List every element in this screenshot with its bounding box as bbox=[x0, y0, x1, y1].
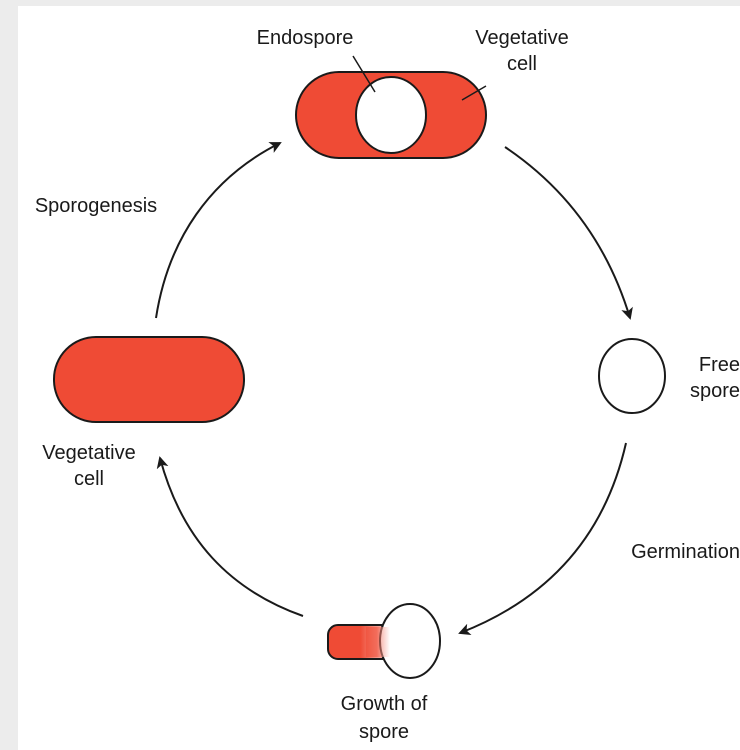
vegetative-cell-body-left bbox=[54, 337, 244, 422]
label-vegetative-cell-top-line1: Vegetative bbox=[475, 27, 568, 49]
arrow-sporogenesis bbox=[156, 143, 280, 318]
arrow-germination bbox=[460, 443, 626, 633]
germ-tube-blend bbox=[366, 627, 390, 657]
label-free-spore-line2: spore bbox=[690, 380, 740, 402]
label-vegetative-cell-left-line1: Vegetative bbox=[42, 442, 135, 464]
label-vegetative-cell-top-line2: cell bbox=[507, 53, 537, 75]
frame-left bbox=[0, 0, 18, 750]
label-germination: Germination bbox=[631, 541, 740, 563]
free-spore-shape bbox=[599, 339, 665, 413]
arrow-growth-to-vegetative bbox=[160, 458, 303, 616]
vegetative-cell-with-endospore bbox=[296, 72, 486, 158]
arrow-spore-release bbox=[505, 147, 630, 318]
label-free-spore-line1: Free bbox=[699, 354, 740, 376]
germinating-spore bbox=[328, 604, 440, 678]
label-endospore: Endospore bbox=[257, 27, 354, 49]
label-growth-of-spore-line1: Growth of bbox=[341, 693, 428, 715]
frame-top bbox=[0, 0, 740, 6]
endospore-shape bbox=[356, 77, 426, 153]
label-sporogenesis: Sporogenesis bbox=[35, 195, 157, 217]
label-vegetative-cell-left-line2: cell bbox=[74, 468, 104, 490]
label-growth-of-spore-line2: spore bbox=[359, 721, 409, 743]
